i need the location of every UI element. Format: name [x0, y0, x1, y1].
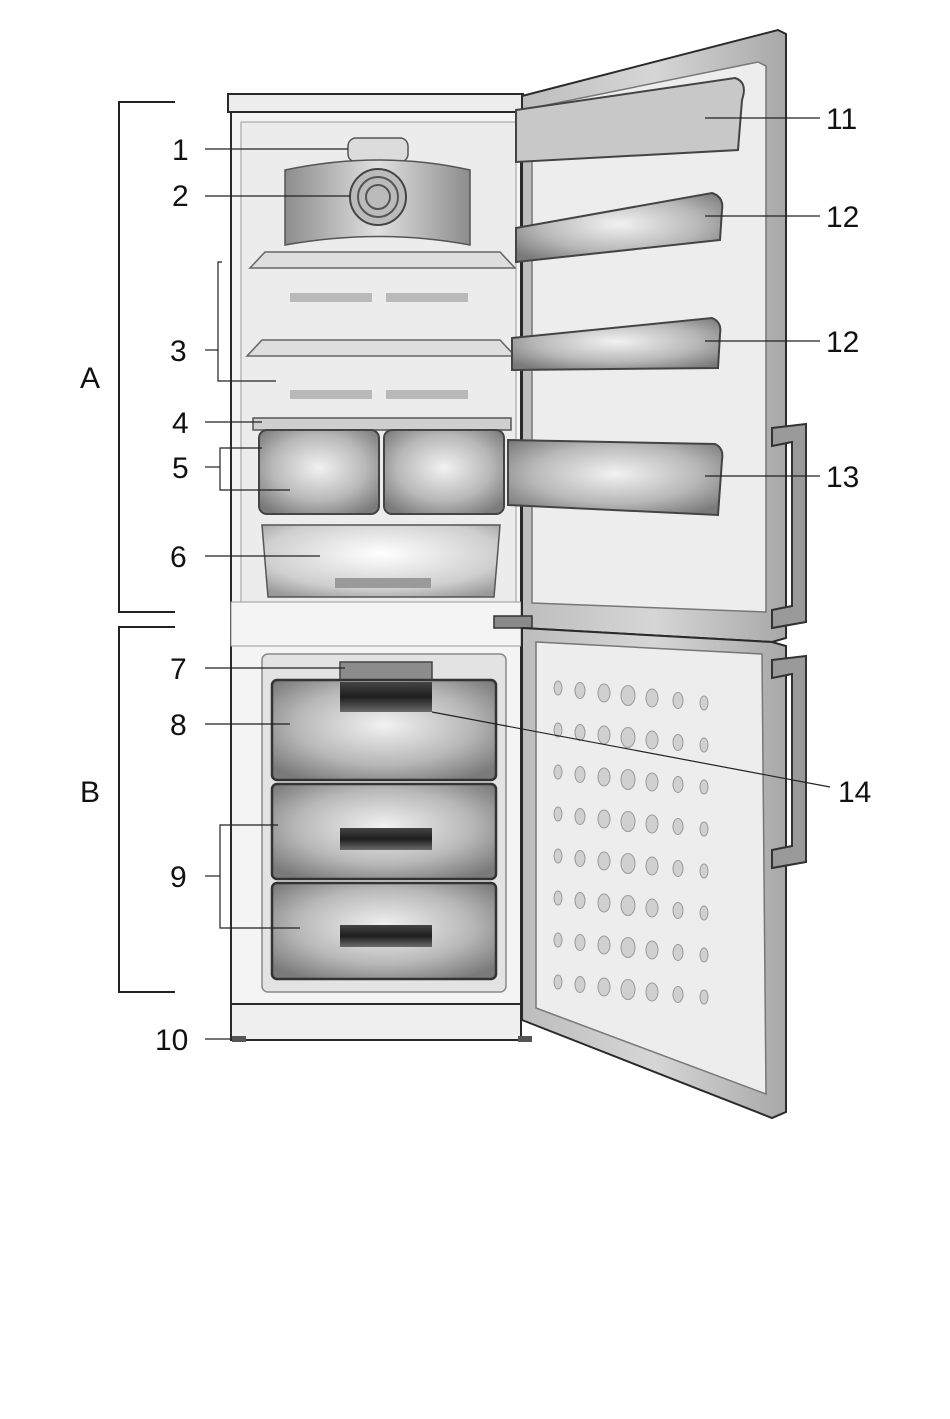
callout-11: 11: [826, 103, 857, 136]
crisper-bin-left: [259, 430, 379, 514]
liner-dimple: [646, 773, 658, 791]
callout-3: 3: [170, 335, 187, 368]
liner-dimple: [575, 893, 585, 909]
callout-1: 1: [172, 134, 189, 167]
liner-dimple: [575, 809, 585, 825]
liner-dimple: [621, 854, 635, 874]
bottle-shelf: [508, 440, 722, 515]
liner-dimple: [700, 738, 708, 752]
liner-dimple: [700, 822, 708, 836]
liner-dimple: [575, 683, 585, 699]
liner-dimple: [554, 765, 562, 779]
liner-dimple: [646, 983, 658, 1001]
liner-dimple: [673, 819, 683, 835]
liner-dimple: [575, 977, 585, 993]
callout-12-upper: 12: [826, 201, 859, 234]
liner-dimple: [673, 903, 683, 919]
adjustable-foot: [518, 1036, 532, 1042]
liner-dimple: [575, 935, 585, 951]
liner-dimple: [673, 735, 683, 751]
liner-dimple: [575, 851, 585, 867]
liner-dimple: [700, 906, 708, 920]
liner-dimple: [621, 728, 635, 748]
liner-dimple: [673, 777, 683, 793]
liner-dimple: [621, 938, 635, 958]
liner-dimple: [598, 852, 610, 870]
callout-7: 7: [170, 653, 187, 686]
liner-dimple: [554, 849, 562, 863]
liner-dimple: [598, 936, 610, 954]
top-cover: [228, 94, 523, 112]
liner-dimple: [700, 948, 708, 962]
interior-light: [348, 138, 408, 162]
callout-2: 2: [172, 180, 189, 213]
liner-dimple: [621, 980, 635, 1000]
liner-dimple: [598, 726, 610, 744]
callout-12-lower: 12: [826, 326, 859, 359]
liner-dimple: [646, 857, 658, 875]
liner-dimple: [646, 731, 658, 749]
glass-shelf-lower: [247, 340, 515, 356]
callout-10: 10: [155, 1024, 188, 1057]
liner-dimple: [700, 780, 708, 794]
liner-dimple: [621, 770, 635, 790]
callout-9: 9: [170, 861, 187, 894]
liner-dimple: [554, 975, 562, 989]
liner-dimple: [598, 768, 610, 786]
section-bracket-freezer: [119, 627, 175, 992]
liner-dimple: [700, 864, 708, 878]
liner-dimple: [621, 896, 635, 916]
liner-dimple: [646, 689, 658, 707]
freezer-door: [522, 628, 806, 1118]
liner-dimple: [598, 684, 610, 702]
liner-dimple: [673, 693, 683, 709]
section-label-freezer: B: [80, 776, 100, 809]
liner-dimple: [673, 861, 683, 877]
fridge-door: [508, 30, 806, 642]
liner-dimple: [700, 696, 708, 710]
callout-13: 13: [826, 461, 859, 494]
liner-dimple: [598, 810, 610, 828]
plinth: [231, 1004, 521, 1040]
liner-dimple: [621, 812, 635, 832]
liner-dimple: [673, 945, 683, 961]
callout-8: 8: [170, 709, 187, 742]
liner-dimple: [700, 990, 708, 1004]
liner-dimple: [621, 686, 635, 706]
callout-14: 14: [838, 776, 871, 809]
adjustable-foot: [232, 1036, 246, 1042]
liner-dimple: [554, 681, 562, 695]
middle-hinge: [494, 616, 532, 628]
liner-dimple: [598, 894, 610, 912]
liner-dimple: [554, 933, 562, 947]
liner-dimple: [646, 941, 658, 959]
compartment-divider: [231, 602, 521, 646]
liner-dimple: [673, 987, 683, 1003]
liner-dimple: [646, 899, 658, 917]
liner-dimple: [575, 725, 585, 741]
callout-6: 6: [170, 541, 187, 574]
liner-dimple: [598, 978, 610, 996]
liner-dimple: [554, 891, 562, 905]
callout-4: 4: [172, 407, 189, 440]
section-bracket-fridge: [119, 102, 175, 612]
liner-dimple: [554, 807, 562, 821]
liner-dimple: [575, 767, 585, 783]
liner-dimple: [646, 815, 658, 833]
crisper-cover: [253, 418, 511, 430]
callout-5: 5: [172, 452, 189, 485]
section-label-fridge: A: [80, 362, 100, 395]
freezer-interior: [272, 662, 496, 979]
glass-shelf-upper: [250, 252, 515, 268]
crisper-bin-right: [384, 430, 504, 514]
